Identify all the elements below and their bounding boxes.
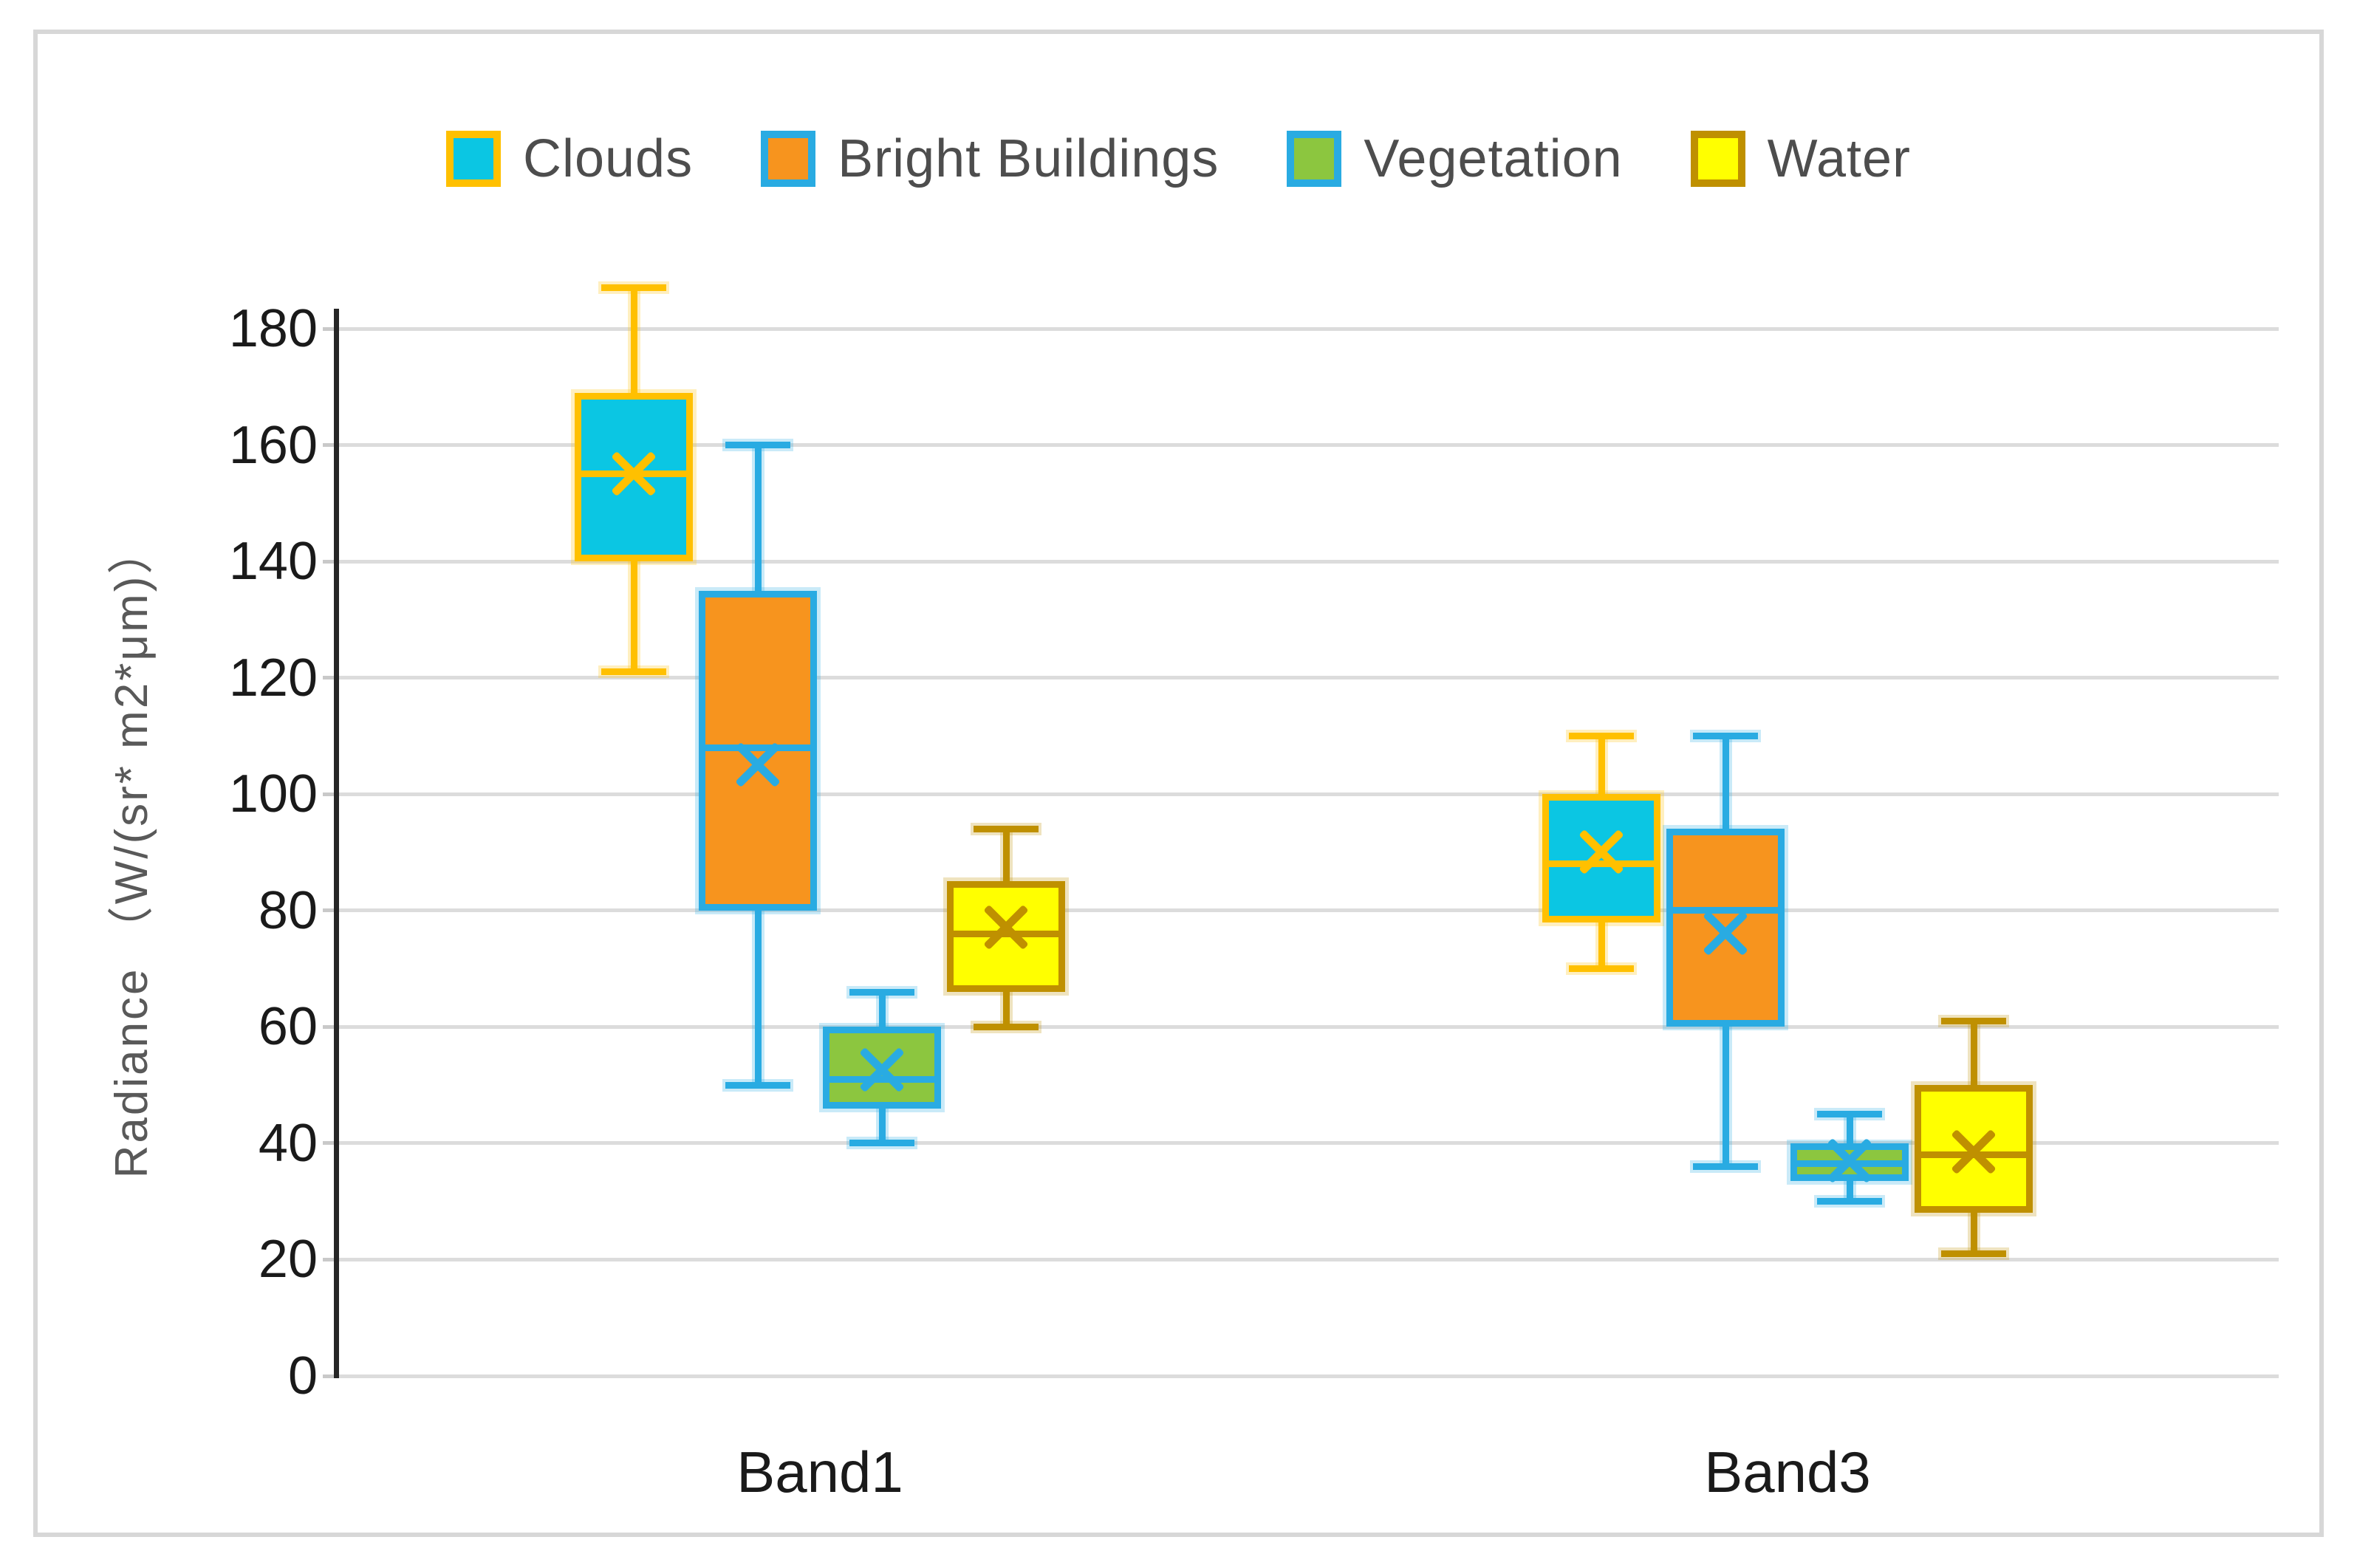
mean-marker-clouds-band1 <box>606 446 662 502</box>
gridline-140 <box>336 559 2279 564</box>
y-axis-tick-100 <box>323 792 336 796</box>
y-axis-tick-0 <box>323 1374 336 1378</box>
whisker-cap-min-clouds-band1 <box>601 668 666 676</box>
median-bright-buildings-band1 <box>699 744 817 751</box>
whisker-cap-max-water-band3 <box>1941 1017 2006 1024</box>
y-axis-tick-160 <box>323 443 336 448</box>
legend-item-water: Water <box>1690 129 1912 189</box>
median-vegetation-band1 <box>823 1075 941 1083</box>
whisker-cap-min-vegetation-band3 <box>1817 1198 1882 1205</box>
y-tick-label-140: 140 <box>228 532 318 592</box>
box-vegetation-band1 <box>823 1027 941 1109</box>
mean-marker-bright-buildings-band1 <box>730 737 786 793</box>
gridline-80 <box>336 908 2279 913</box>
whisker-cap-max-bright-buildings-band3 <box>1693 732 1758 739</box>
legend-item-clouds: Clouds <box>445 129 694 189</box>
y-tick-label-0: 0 <box>287 1346 318 1406</box>
y-axis-tick-40 <box>323 1141 336 1146</box>
x-axis-label-band1: Band1 <box>736 1439 903 1504</box>
mean-marker-water-band1 <box>978 900 1034 956</box>
chart-legend: Clouds Bright Buildings Vegetation Water <box>0 118 2357 199</box>
whisker-cap-min-water-band1 <box>974 1023 1039 1030</box>
whisker-cap-max-bright-buildings-band1 <box>725 442 790 449</box>
gridline-100 <box>336 792 2279 796</box>
y-tick-label-20: 20 <box>258 1230 318 1290</box>
whisker-cap-min-clouds-band3 <box>1569 965 1634 973</box>
gridline-120 <box>336 676 2279 680</box>
y-axis-line <box>334 309 339 1378</box>
whisker-cap-max-water-band1 <box>974 825 1039 832</box>
gridline-180 <box>336 326 2279 331</box>
mean-marker-vegetation-band3 <box>1821 1133 1878 1189</box>
legend-label-vegetation: Vegetation <box>1364 129 1623 188</box>
y-tick-label-160: 160 <box>228 415 318 475</box>
x-axis-label-band3: Band3 <box>1704 1439 1871 1504</box>
gridline-60 <box>336 1024 2279 1029</box>
legend-swatch-clouds-icon <box>445 131 501 187</box>
whisker-cap-min-water-band3 <box>1941 1250 2006 1258</box>
legend-item-bright-buildings: Bright Buildings <box>761 129 1219 189</box>
y-tick-label-120: 120 <box>228 648 318 708</box>
whisker-cap-max-clouds-band1 <box>601 284 666 292</box>
mean-marker-bright-buildings-band3 <box>1697 905 1754 962</box>
gridline-160 <box>336 443 2279 448</box>
legend-label-clouds: Clouds <box>522 129 694 188</box>
gridline-0 <box>336 1374 2279 1378</box>
y-axis-tick-140 <box>323 559 336 564</box>
legend-swatch-bright-buildings-icon <box>761 131 816 187</box>
mean-marker-water-band3 <box>1946 1124 2002 1180</box>
y-tick-label-60: 60 <box>258 997 318 1057</box>
y-tick-label-40: 40 <box>258 1113 318 1173</box>
y-tick-label-100: 100 <box>228 764 318 824</box>
gridline-20 <box>336 1257 2279 1261</box>
legend-label-water: Water <box>1767 129 1912 188</box>
gridline-40 <box>336 1141 2279 1146</box>
mean-marker-clouds-band3 <box>1573 824 1629 880</box>
y-axis-tick-20 <box>323 1257 336 1261</box>
whisker-cap-max-clouds-band3 <box>1569 732 1634 739</box>
median-clouds-band3 <box>1542 860 1660 868</box>
median-bright-buildings-band3 <box>1666 907 1785 914</box>
y-axis-tick-120 <box>323 676 336 680</box>
mean-marker-vegetation-band1 <box>854 1042 910 1098</box>
legend-label-bright-buildings: Bright Buildings <box>838 129 1219 188</box>
figure-border <box>33 30 2324 1537</box>
y-tick-label-80: 80 <box>258 880 318 940</box>
y-axis-tick-60 <box>323 1024 336 1029</box>
legend-item-vegetation: Vegetation <box>1287 129 1622 189</box>
whisker-cap-min-bright-buildings-band1 <box>725 1081 790 1089</box>
y-tick-label-180: 180 <box>228 299 318 358</box>
median-water-band1 <box>947 930 1065 937</box>
whisker-cap-min-bright-buildings-band3 <box>1693 1163 1758 1170</box>
y-axis-title: Radiance （W/(sr* m2*μm)） <box>106 526 157 1179</box>
y-axis-tick-80 <box>323 908 336 913</box>
y-axis-tick-180 <box>323 326 336 331</box>
whisker-cap-max-vegetation-band3 <box>1817 1111 1882 1117</box>
legend-swatch-water-icon <box>1690 131 1745 187</box>
whisker-cap-max-vegetation-band1 <box>849 988 914 996</box>
whisker-cap-min-vegetation-band1 <box>849 1140 914 1147</box>
legend-swatch-vegetation-icon <box>1287 131 1342 187</box>
